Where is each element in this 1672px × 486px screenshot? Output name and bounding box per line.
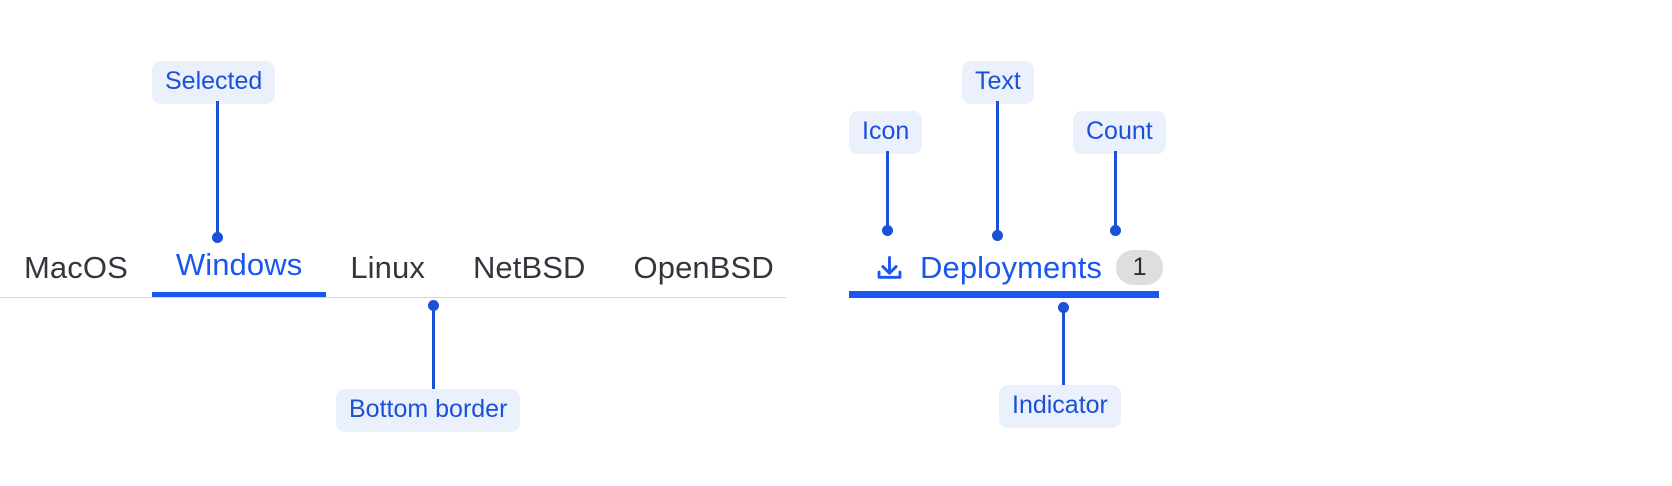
leader-line-selected (216, 101, 219, 237)
tab-openbsd[interactable]: OpenBSD (610, 238, 798, 297)
callout-count: Count (1073, 111, 1166, 154)
callout-text: Text (962, 61, 1034, 104)
tab-linux-label: Linux (350, 249, 425, 285)
tab-deployments-count-badge: 1 (1116, 249, 1164, 285)
leader-line-bottom-border (432, 306, 435, 389)
callout-indicator: Indicator (999, 385, 1121, 428)
leader-dot-count (1110, 225, 1121, 236)
leader-dot-text (992, 230, 1003, 241)
tab-macos[interactable]: MacOS (0, 238, 152, 297)
tabbar-deployments: Deployments 1 (849, 243, 1164, 305)
leader-line-indicator (1062, 308, 1065, 385)
callout-icon: Icon (849, 111, 923, 154)
tab-windows[interactable]: Windows (151, 238, 327, 297)
leader-dot-bottom-border (428, 300, 439, 311)
tabbar-operating-systems: MacOS Windows Linux NetBSD OpenBSD (0, 238, 786, 300)
leader-line-icon (886, 151, 889, 230)
tab-netbsd-label: NetBSD (472, 249, 586, 285)
download-icon (877, 256, 902, 279)
tabbar-bottom-border (0, 297, 786, 298)
tab-list: MacOS Windows Linux NetBSD OpenBSD (0, 238, 798, 297)
tab-windows-label: Windows (175, 247, 303, 282)
callout-bottom-border: Bottom border (336, 389, 521, 432)
leader-dot-indicator (1058, 302, 1069, 313)
tab-openbsd-label: OpenBSD (633, 249, 774, 285)
tab-deployments-label: Deployments (920, 249, 1103, 285)
tab-linux[interactable]: Linux (326, 238, 449, 297)
leader-line-text (996, 101, 999, 235)
leader-line-count (1114, 151, 1117, 230)
tab-deployments[interactable]: Deployments 1 (849, 243, 1164, 298)
leader-dot-icon (882, 225, 893, 236)
leader-dot-selected (212, 232, 223, 243)
tab-netbsd[interactable]: NetBSD (449, 238, 610, 297)
callout-selected: Selected (152, 61, 276, 104)
tab-macos-label: MacOS (24, 249, 128, 285)
